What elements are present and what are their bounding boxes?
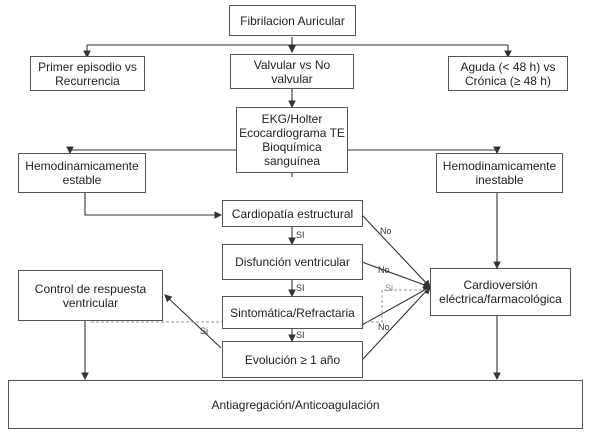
edge-label-si: SI: [296, 230, 305, 240]
symptomatic-node: Sintomática/Refractaria: [222, 296, 363, 329]
edge-label-no: No: [378, 265, 390, 275]
edge-label-no: No: [378, 322, 390, 332]
edge-label-no: No: [380, 226, 392, 236]
valvular-node: Valvular vs No valvular: [230, 54, 354, 89]
edge-label-si-dashed: Si: [385, 283, 394, 293]
tests-node: EKG/Holter Ecocardiograma TE Bioquímica …: [236, 107, 348, 173]
stable-node: Hemodinamicamente estable: [18, 153, 146, 193]
cardioversion-node: Cardioversión eléctrica/farmacológica: [430, 268, 571, 316]
atrial-fibrillation-node: Fibrilacion Auricular: [229, 5, 356, 36]
ventricular-dysfunction-node: Disfunción ventricular: [222, 244, 363, 280]
edge-label-si: SI: [296, 283, 305, 293]
first-episode-node: Primer episodio vs Recurrencia: [30, 56, 145, 91]
evolution-node: Evolución ≥ 1 año: [222, 341, 363, 378]
edge-label-si: SI: [296, 330, 305, 340]
structural-node: Cardiopatía estructural: [222, 200, 363, 227]
anticoagulation-node: Antiagregación/Anticoagulación: [8, 380, 583, 429]
acute-chronic-node: Aguda (< 48 h) vs Crónica (≥ 48 h): [448, 56, 568, 91]
unstable-node: Hemodinamicamente inestable: [436, 153, 563, 193]
edge-label-si: Si: [200, 326, 209, 336]
rate-control-node: Control de respuesta ventricular: [18, 270, 163, 321]
